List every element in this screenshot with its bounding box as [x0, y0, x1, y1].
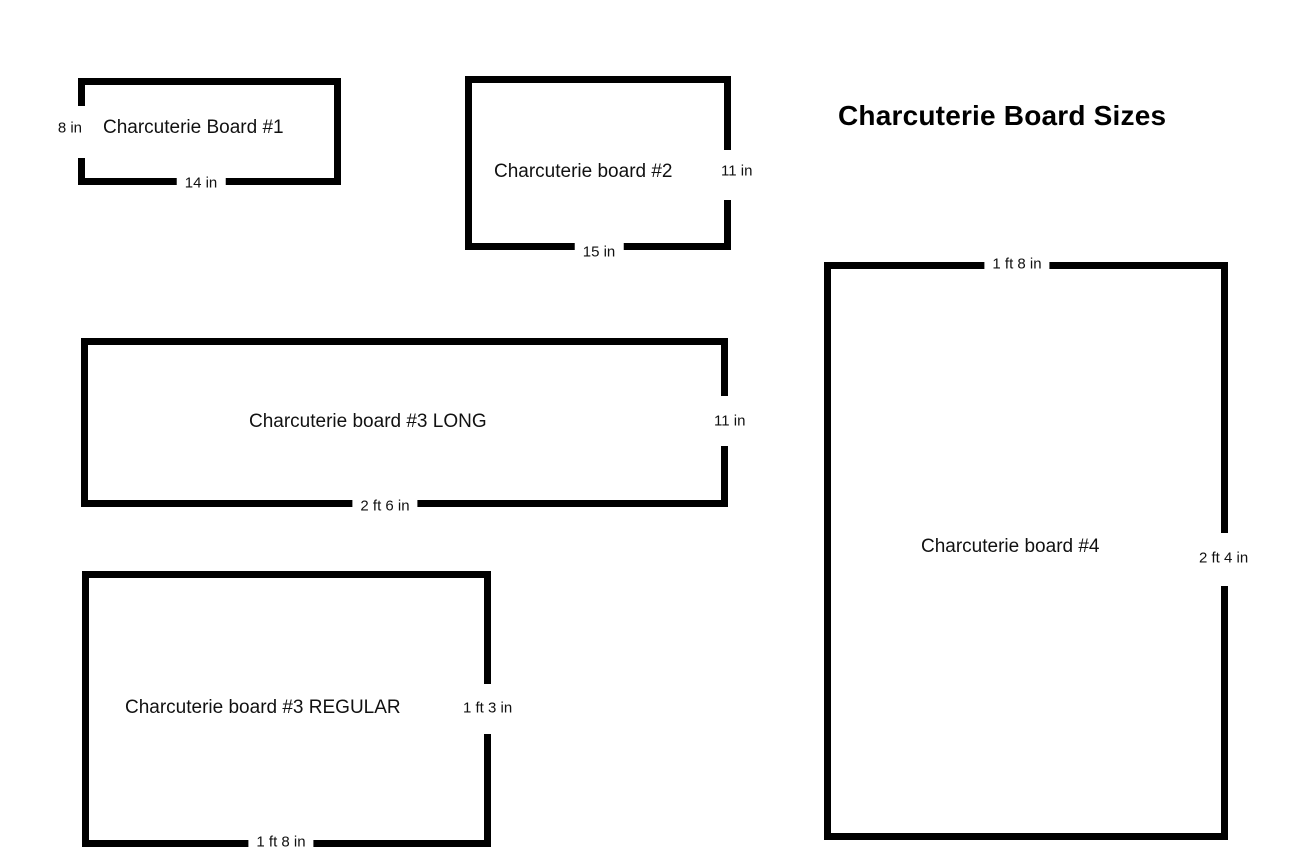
board-3-regular-name-label: Charcuterie board #3 REGULAR — [119, 696, 407, 721]
board-3-long-height-label: 11 in — [706, 410, 754, 432]
board-1-name-label: Charcuterie Board #1 — [97, 116, 290, 141]
board-1-height-label: 8 in — [49, 117, 90, 139]
board-3-regular-height-label: 1 ft 3 in — [455, 697, 521, 719]
board-3-long-width-label: 2 ft 6 in — [352, 495, 418, 517]
board-4-height-label: 2 ft 4 in — [1191, 547, 1257, 569]
board-3-regular-width-label: 1 ft 8 in — [248, 831, 314, 853]
page-title: Charcuterie Board Sizes — [838, 100, 1167, 131]
board-4-width-label: 1 ft 8 in — [984, 253, 1050, 275]
board-1-width-label: 14 in — [176, 172, 226, 194]
board-2-width-label: 15 in — [574, 241, 624, 263]
board-2-name-label: Charcuterie board #2 — [488, 160, 679, 185]
board-3-long-name-label: Charcuterie board #3 LONG — [243, 410, 493, 435]
board-2-height-label: 11 in — [713, 160, 761, 182]
board-4-name-label: Charcuterie board #4 — [915, 535, 1106, 560]
